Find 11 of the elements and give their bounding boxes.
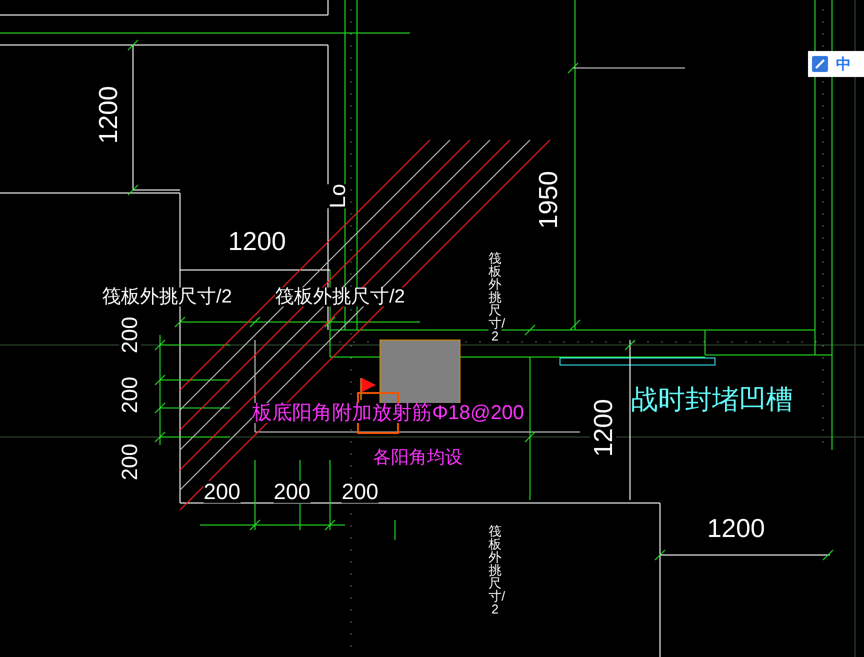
annotation-text: 筏板外挑尺寸/2: [102, 288, 232, 306]
dimension-text: 200: [119, 316, 141, 354]
dimension-text: 200: [204, 481, 240, 503]
annotation-text: 战时封堵凹槽: [631, 386, 793, 414]
dimension-text: 1200: [590, 399, 616, 457]
annotation-text: 板底阳角附加放射筋Φ18@200: [252, 403, 524, 423]
annotation-text: 筏板外挑尺寸/2: [275, 288, 405, 306]
language-label: 中: [836, 56, 851, 72]
dimension-text: 200: [274, 481, 310, 503]
annotation-text: 各阳角均设: [373, 448, 463, 466]
dimension-text: 200: [342, 481, 378, 503]
